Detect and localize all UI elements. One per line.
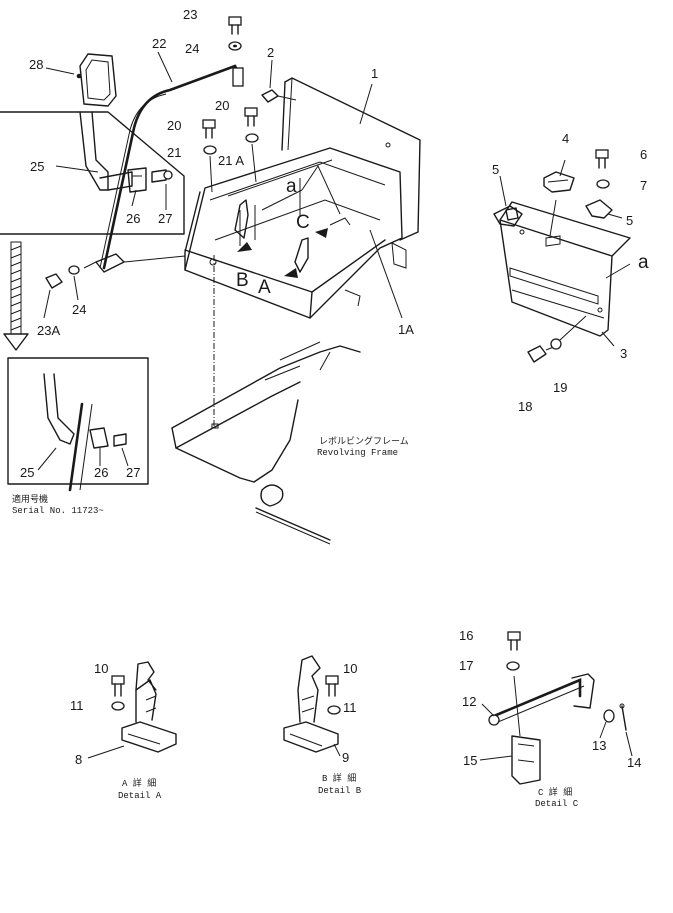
callout-13: 13 — [592, 738, 606, 753]
callout-20-lower: 20 — [167, 118, 181, 133]
callout-20-upper: 20 — [215, 98, 229, 113]
callout-25-upper: 25 — [30, 159, 44, 174]
callout-14: 14 — [627, 755, 641, 770]
callout-11-b: 11 — [343, 700, 357, 715]
detail-c-caption-jp: C 詳 細 — [538, 786, 572, 798]
toolbox-body — [184, 77, 421, 319]
detail-c-caption-en: Detail C — [535, 799, 579, 809]
callout-7: 7 — [640, 178, 647, 193]
hatched-down-arrow — [3, 241, 29, 351]
callout-11-a: 11 — [70, 698, 84, 713]
captions: レボルビングフレーム Revolving Frame 適用号機 Serial N… — [12, 435, 579, 809]
callout-9: 9 — [342, 750, 349, 765]
callout-28: 28 — [29, 57, 43, 72]
callout-1a: 1A — [398, 322, 414, 337]
callout-26-lower: 26 — [94, 465, 108, 480]
callout-12: 12 — [462, 694, 476, 709]
callout-24-left: 24 — [72, 302, 86, 317]
callout-24-top: 24 — [185, 41, 199, 56]
view-label-c: C — [296, 212, 310, 233]
callout-27-upper: 27 — [158, 211, 172, 226]
callout-3: 3 — [620, 346, 627, 361]
cover-assembly — [493, 149, 631, 363]
callout-10-b: 10 — [343, 661, 357, 676]
detail-c-drawing — [488, 631, 627, 785]
callout-27-lower: 27 — [126, 465, 140, 480]
callout-15: 15 — [463, 753, 477, 768]
callout-26-upper: 26 — [126, 211, 140, 226]
ref-a-cover: a — [638, 252, 649, 273]
callout-21a: 21 A — [218, 153, 244, 168]
callout-1: 1 — [371, 66, 378, 81]
callout-16: 16 — [459, 628, 473, 643]
callout-17: 17 — [459, 658, 473, 673]
detail-a-drawing — [111, 661, 177, 753]
view-label-a: A — [258, 277, 271, 298]
callout-21: 21 — [167, 145, 181, 160]
mirror — [76, 53, 117, 107]
callout-2: 2 — [267, 45, 274, 60]
callout-19: 19 — [553, 380, 567, 395]
serial-caption-jp: 適用号機 — [12, 493, 48, 505]
inset-frame — [0, 111, 185, 235]
revolving-frame — [171, 255, 361, 545]
callout-18: 18 — [518, 399, 532, 414]
ref-a-box: a — [286, 176, 297, 197]
frame-caption-jp: レボルビングフレーム — [319, 435, 409, 447]
callout-8: 8 — [75, 752, 82, 767]
callout-23: 23 — [183, 7, 197, 22]
main-bolts — [45, 16, 297, 289]
serial-inset — [7, 357, 149, 492]
detail-a-caption-jp: A 詳 細 — [122, 777, 156, 789]
view-label-b: B — [236, 270, 249, 291]
callout-5-right: 5 — [626, 213, 633, 228]
callout-25-lower: 25 — [20, 465, 34, 480]
callout-22: 22 — [152, 36, 166, 51]
callout-6: 6 — [640, 147, 647, 162]
detail-b-caption-jp: B 詳 細 — [322, 772, 356, 784]
callout-5-left: 5 — [492, 162, 499, 177]
callout-leaders — [37, 51, 633, 761]
callout-labels: 23 24 22 28 2 1 20 20 21 21 A 25 26 27 2… — [20, 7, 649, 770]
frame-caption-en: Revolving Frame — [317, 448, 398, 458]
detail-b-drawing — [283, 655, 341, 753]
callout-10-a: 10 — [94, 661, 108, 676]
detail-a-caption-en: Detail A — [118, 791, 162, 801]
callout-23a: 23A — [37, 323, 60, 338]
serial-caption-en: Serial No. 11723~ — [12, 506, 104, 516]
detail-b-caption-en: Detail B — [318, 786, 362, 796]
callout-4: 4 — [562, 131, 569, 146]
handrail-assembly — [83, 64, 244, 273]
